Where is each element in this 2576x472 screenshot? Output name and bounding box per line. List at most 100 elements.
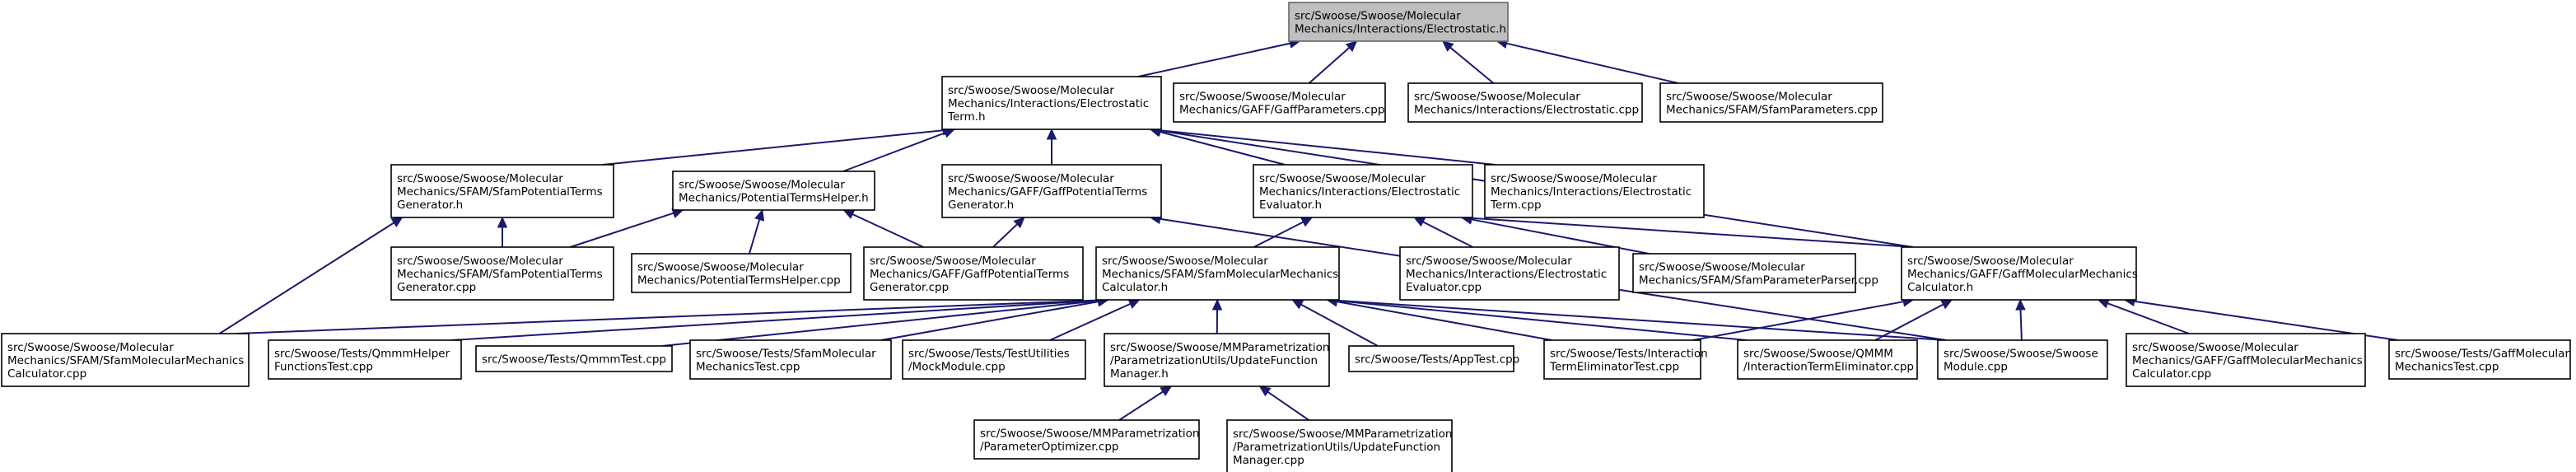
- node-label-line: Mechanics/Interactions/Electrostatic.h: [1295, 23, 1506, 36]
- edge-gaffMMCalcH-to-estEvalH: [1471, 217, 1914, 248]
- arrowhead: [754, 208, 765, 222]
- arrowhead: [1211, 298, 1223, 311]
- node-label-line: src/Swoose/Swoose/Molecular: [1259, 172, 1426, 185]
- node-box: [941, 164, 1162, 218]
- graph-node-appTest[interactable]: src/Swoose/Tests/AppTest.cpp: [1348, 345, 1519, 372]
- node-box: [672, 171, 875, 211]
- arrowhead: [842, 209, 856, 219]
- node-label-line: Term.cpp: [1490, 199, 1542, 212]
- arrowhead: [497, 216, 508, 228]
- node-label-line: Mechanics/GAFF/GaffMolecularMechanics: [2132, 354, 2363, 367]
- node-box: [1288, 2, 1509, 42]
- graph-node-updFuncMgrH[interactable]: src/Swoose/Swoose/MMParametrization/Para…: [1104, 333, 1330, 387]
- edge-sfamPotTermsGenH-to-estTermH: [602, 129, 944, 166]
- graph-node-gaffPotTermsGenH[interactable]: src/Swoose/Swoose/MolecularMechanics/GAF…: [941, 164, 1162, 218]
- edge-potTermsHelperCpp-to-potTermsHelperH: [748, 219, 761, 255]
- arrowhead: [1127, 299, 1141, 309]
- edge-appTest-to-sfamMMCalcH: [1300, 303, 1379, 347]
- node-label-line: Mechanics/Interactions/Electrostatic: [1406, 268, 1607, 281]
- graph-node-sfamPotTermsGenCpp[interactable]: src/Swoose/Swoose/MolecularMechanics/SFA…: [390, 246, 614, 301]
- graph-node-qmmmHelperTest[interactable]: src/Swoose/Tests/QmmmHelperFunctionsTest…: [268, 339, 462, 380]
- node-label-line: src/Swoose/Tests/Interaction: [1550, 348, 1708, 361]
- node-box: [1, 333, 250, 387]
- graph-node-estTermCpp[interactable]: src/Swoose/Swoose/MolecularMechanics/Int…: [1484, 164, 1705, 218]
- graph-node-updFuncMgrCpp[interactable]: src/Swoose/Swoose/MMParametrization/Para…: [1226, 419, 1453, 472]
- arrowhead: [1300, 217, 1314, 227]
- node-label-line: Generator.cpp: [397, 281, 476, 294]
- node-box: [475, 345, 673, 372]
- node-label-line: src/Swoose/Swoose/Molecular: [1414, 91, 1580, 104]
- graph-node-gaffPotTermsGenCpp[interactable]: src/Swoose/Swoose/MolecularMechanics/GAF…: [863, 246, 1084, 301]
- node-label-line: Mechanics/PotentialTermsHelper.cpp: [637, 274, 841, 287]
- node-label-line: src/Swoose/Tests/TestUtilities: [908, 348, 1070, 361]
- edge-sfamMMTest-to-sfamMMCalcH: [880, 301, 1099, 341]
- graph-node-sfamMMCalcCpp[interactable]: src/Swoose/Swoose/MolecularMechanics/SFA…: [1, 333, 250, 387]
- node-label-line: src/Swoose/Swoose/Molecular: [948, 84, 1114, 97]
- graph-node-gaffMMCalcCpp[interactable]: src/Swoose/Swoose/MolecularMechanics/GAF…: [2126, 333, 2366, 387]
- node-label-line: src/Swoose/Tests/QmmmTest.cpp: [482, 353, 666, 367]
- node-label-line: src/Swoose/Swoose/Molecular: [1639, 261, 1805, 274]
- node-label-line: src/Swoose/Swoose/Molecular: [948, 172, 1114, 185]
- node-label-line: src/Swoose/Swoose/Molecular: [1295, 10, 1461, 23]
- graph-node-potTermsHelperH[interactable]: src/Swoose/Swoose/MolecularMechanics/Pot…: [672, 171, 875, 211]
- graph-node-estEvalH[interactable]: src/Swoose/Swoose/MolecularMechanics/Int…: [1253, 164, 1473, 218]
- node-label-line: src/Swoose/Tests/AppTest.cpp: [1355, 353, 1519, 367]
- node-label-line: /ParameterOptimizer.cpp: [980, 441, 1118, 454]
- graph-node-sfamPotTermsGenH[interactable]: src/Swoose/Swoose/MolecularMechanics/SFA…: [390, 164, 614, 218]
- node-label-line: Mechanics/GAFF/GaffPotentialTerms: [948, 185, 1147, 199]
- node-box: [1543, 339, 1701, 380]
- graph-node-mockModule[interactable]: src/Swoose/Tests/TestUtilities/MockModul…: [902, 339, 1086, 380]
- arrowhead: [1441, 40, 1454, 52]
- graph-node-gaffMMCalcH[interactable]: src/Swoose/Swoose/MolecularMechanics/GAF…: [1901, 246, 2138, 301]
- edge-qmmmInterTermElim-to-gaffMMCalcH: [1874, 303, 1944, 341]
- node-box: [973, 419, 1200, 460]
- edge-paramOptimizer-to-updFuncMgrH: [1118, 390, 1164, 421]
- node-label-line: Mechanics/SFAM/SfamMolecularMechanics: [7, 354, 244, 367]
- graph-node-estEvalCpp[interactable]: src/Swoose/Swoose/MolecularMechanics/Int…: [1399, 246, 1620, 301]
- edge-estEvalCpp-to-estEvalH: [1422, 221, 1473, 248]
- node-box: [1173, 82, 1386, 123]
- edge-estTermCpp-to-estTermH: [1160, 129, 1496, 166]
- graph-node-paramOptimizer[interactable]: src/Swoose/Swoose/MMParametrization/Para…: [973, 419, 1200, 460]
- edge-swooseModule-to-gaffMMCalcH: [2019, 309, 2023, 341]
- node-box: [1407, 82, 1643, 123]
- edge-gaffPotTermsGenCpp-to-potTermsHelperH: [852, 213, 924, 248]
- edge-swooseModule-to-sfamMMCalcH: [1337, 299, 1947, 341]
- node-label-line: src/Swoose/Swoose/Swoose: [1944, 348, 2098, 361]
- node-box: [390, 246, 614, 301]
- node-box: [631, 253, 852, 293]
- edge-qmmmTest-to-sfamMMCalcH: [661, 300, 1099, 347]
- graph-node-sfamMMTest[interactable]: src/Swoose/Tests/SfamMolecularMechanicsT…: [689, 339, 892, 380]
- arrowhead: [1345, 40, 1358, 53]
- graph-node-interTermElimTest[interactable]: src/Swoose/Tests/InteractionTermEliminat…: [1543, 339, 1708, 380]
- node-box: [1226, 419, 1453, 472]
- graph-node-potTermsHelperCpp[interactable]: src/Swoose/Swoose/MolecularMechanics/Pot…: [631, 253, 852, 293]
- node-box: [1737, 339, 1918, 380]
- node-box: [390, 164, 614, 218]
- node-box: [1484, 164, 1705, 218]
- node-box: [1253, 164, 1473, 218]
- graph-node-gaffMMTest[interactable]: src/Swoose/Tests/GaffMolecularMechanicsT…: [2388, 339, 2571, 380]
- edge-estTermH-to-root: [1138, 42, 1290, 77]
- edge-gaffMMCalcCpp-to-gaffMMCalcH: [2107, 302, 2190, 334]
- node-label-line: Mechanics/GAFF/GaffParameters.cpp: [1179, 104, 1384, 117]
- node-label-line: Evaluator.h: [1259, 199, 1322, 212]
- node-label-line: Mechanics/SFAM/SfamParameters.cpp: [1666, 104, 1878, 117]
- graph-node-estTermH[interactable]: src/Swoose/Swoose/MolecularMechanics/Int…: [941, 76, 1162, 130]
- edge-qmmmHelperTest-to-sfamMMCalcH: [451, 299, 1099, 341]
- edge-mockModule-to-sfamMMCalcH: [1049, 302, 1131, 341]
- graph-node-qmmmTest[interactable]: src/Swoose/Tests/QmmmTest.cpp: [475, 345, 673, 372]
- graph-node-qmmmInterTermElim[interactable]: src/Swoose/Swoose/QMMM/InteractionTermEl…: [1737, 339, 1918, 380]
- graph-node-sfamParamsCpp[interactable]: src/Swoose/Swoose/MolecularMechanics/SFA…: [1659, 82, 1883, 123]
- node-box: [2126, 333, 2366, 387]
- node-label-line: Module.cpp: [1944, 361, 2008, 374]
- graph-node-gaffParamsCpp[interactable]: src/Swoose/Swoose/MolecularMechanics/GAF…: [1173, 82, 1386, 123]
- graph-node-sfamMMCalcH[interactable]: src/Swoose/Swoose/MolecularMechanics/SFA…: [1095, 246, 1340, 301]
- edge-sfamPotTermsGenCpp-to-potTermsHelperH: [570, 212, 674, 248]
- node-box: [1937, 339, 2108, 380]
- graph-node-estCpp[interactable]: src/Swoose/Swoose/MolecularMechanics/Int…: [1407, 82, 1643, 123]
- node-label-line: /ParametrizationUtils/UpdateFunction: [1233, 441, 1440, 454]
- graph-node-sfamParamParserCpp[interactable]: src/Swoose/Swoose/MolecularMechanics/SFA…: [1632, 253, 1878, 293]
